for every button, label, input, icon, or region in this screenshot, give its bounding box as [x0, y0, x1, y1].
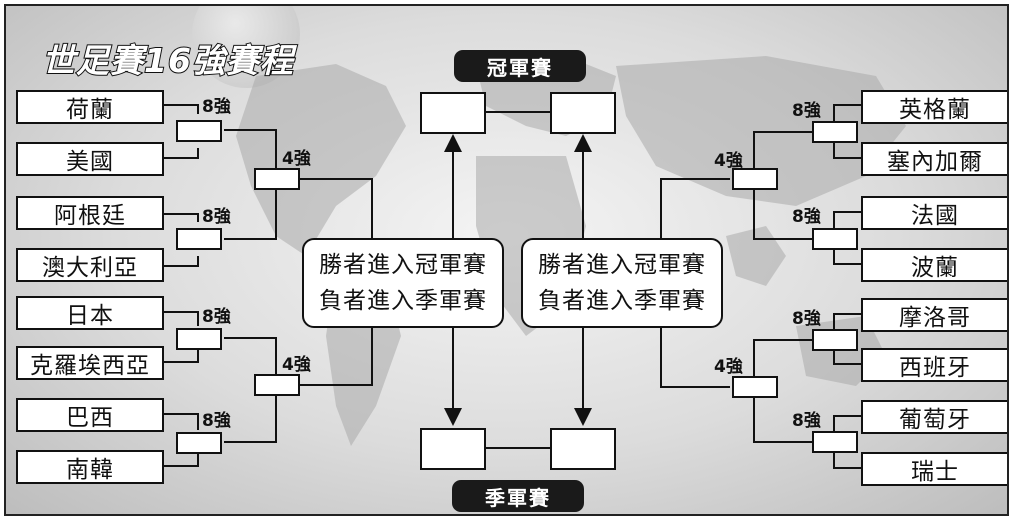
note-left-line1: 勝者進入冠軍賽	[319, 252, 487, 278]
arrow-down-left-icon	[444, 408, 462, 426]
arrow-down-right-icon	[574, 408, 592, 426]
stage-label-qf-left-2: 8強	[202, 207, 231, 227]
team-left-5: 日本	[16, 296, 164, 330]
team-left-2: 美國	[16, 142, 164, 176]
arrow-up-left-icon	[444, 134, 462, 152]
team-left-7: 巴西	[16, 398, 164, 432]
stage-label-qf-left-4: 8強	[202, 411, 231, 431]
qf-slot-right-1	[812, 121, 858, 143]
right-bracket-lines	[660, 104, 863, 469]
team-right-6: 西班牙	[861, 348, 1007, 382]
team-left-3: 阿根廷	[16, 196, 164, 230]
qf-slot-right-2	[812, 228, 858, 250]
qf-slot-right-4	[812, 431, 858, 453]
team-left-8: 南韓	[16, 450, 164, 484]
note-right: 勝者進入冠軍賽 負者進入季軍賽	[521, 238, 723, 328]
stage-label-qf-right-2: 8強	[792, 207, 821, 227]
stage-label-qf-right-4: 8強	[792, 411, 821, 431]
note-left-line2: 負者進入季軍賽	[319, 288, 487, 314]
arrow-up-right-icon	[574, 134, 592, 152]
stage-label-qf-left-1: 8強	[202, 97, 231, 117]
bracket-frame: 世足賽16強賽程 荷蘭 美國 阿根廷 澳大利亞 日本 克羅埃西亞 巴西 南韓 英…	[4, 4, 1009, 516]
stage-label-qf-right-1: 8強	[792, 101, 821, 121]
qf-slot-right-3	[812, 329, 858, 351]
qf-slot-left-1	[176, 120, 222, 142]
team-right-5: 摩洛哥	[861, 298, 1007, 332]
note-right-line1: 勝者進入冠軍賽	[538, 252, 706, 278]
left-bracket-lines	[154, 104, 373, 467]
third-place-slot-right	[550, 428, 616, 470]
stage-label-qf-right-3: 8強	[792, 309, 821, 329]
team-left-4: 澳大利亞	[16, 248, 164, 282]
stage-label-sf-left-1: 4強	[282, 149, 311, 169]
team-left-1: 荷蘭	[16, 90, 164, 124]
note-left: 勝者進入冠軍賽 負者進入季軍賽	[302, 238, 504, 328]
qf-slot-left-2	[176, 228, 222, 250]
qf-slot-left-3	[176, 328, 222, 350]
stage-label-sf-left-2: 4強	[282, 355, 311, 375]
stage-label-sf-right-2: 4強	[714, 357, 743, 377]
team-right-3: 法國	[861, 196, 1007, 230]
sf-slot-right-2	[732, 376, 778, 398]
final-slot-right	[550, 92, 616, 134]
third-place-banner: 季軍賽	[452, 480, 584, 512]
sf-slot-left-2	[254, 374, 300, 396]
stage-label-qf-left-3: 8強	[202, 307, 231, 327]
stage-label-sf-right-1: 4強	[714, 151, 743, 171]
page-title: 世足賽16強賽程	[41, 40, 294, 81]
team-right-4: 波蘭	[861, 248, 1007, 282]
third-place-slot-left	[420, 428, 486, 470]
team-right-2: 塞內加爾	[861, 142, 1007, 176]
note-right-line2: 負者進入季軍賽	[538, 288, 706, 314]
team-right-1: 英格蘭	[861, 90, 1007, 124]
sf-slot-left-1	[254, 168, 300, 190]
qf-slot-left-4	[176, 432, 222, 454]
sf-slot-right-1	[732, 168, 778, 190]
team-right-7: 葡萄牙	[861, 400, 1007, 434]
final-banner: 冠軍賽	[454, 50, 586, 82]
final-slot-left	[420, 92, 486, 134]
team-left-6: 克羅埃西亞	[16, 346, 164, 380]
team-right-8: 瑞士	[861, 452, 1007, 486]
